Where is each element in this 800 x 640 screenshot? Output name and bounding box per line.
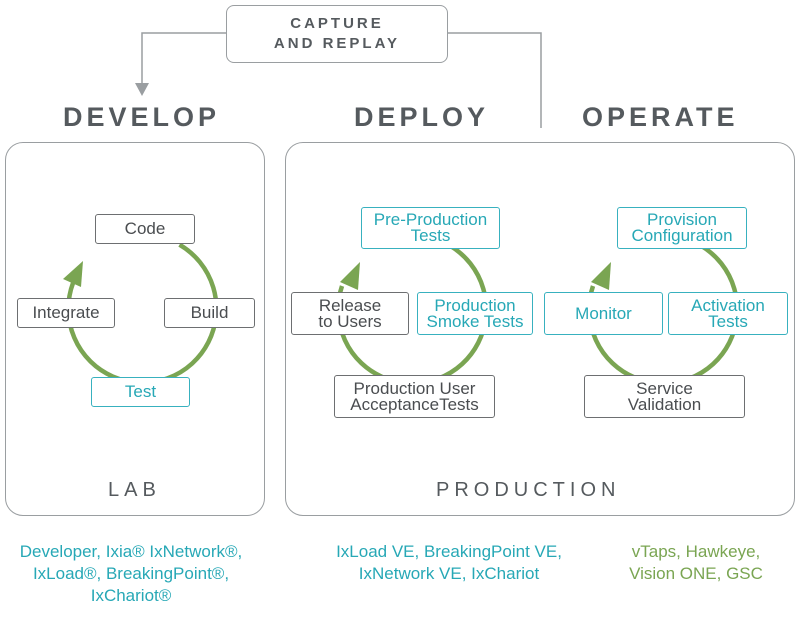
- section-production: PRODUCTION: [436, 479, 621, 501]
- node-pre-production-tests: Pre-Production Tests: [361, 207, 500, 249]
- deploy-cycle-arrowhead: [340, 262, 360, 290]
- deploy-products-line2: IxNetwork VE, IxChariot: [358, 564, 540, 583]
- node-build: Build: [164, 298, 255, 328]
- node-build-label: Build: [190, 303, 229, 322]
- node-integrate: Integrate: [17, 298, 115, 328]
- node-release-line2: to Users: [318, 311, 382, 331]
- node-monitor: Monitor: [544, 292, 663, 335]
- operate-products-line2: Vision ONE, GSC: [629, 564, 763, 583]
- node-activation-line2: Tests: [708, 311, 748, 331]
- develop-products-line1: Developer, Ixia® IxNetwork®,: [19, 542, 243, 561]
- capture-replay-line1: CAPTURE: [290, 15, 384, 32]
- node-activation-line1: Activation: [691, 295, 765, 315]
- develop-products: Developer, Ixia® IxNetwork®, IxLoad®, Br…: [0, 541, 262, 607]
- capture-replay-box: CAPTURE AND REPLAY: [226, 5, 448, 63]
- capture-replay-connector-right: [446, 32, 542, 128]
- node-provision-line1: Provision: [647, 210, 717, 229]
- operate-products-line1: vTaps, Hawkeye,: [631, 542, 761, 561]
- develop-cycle-arrowhead: [63, 261, 83, 287]
- operate-cycle-arrowhead: [591, 262, 611, 290]
- operate-products: vTaps, Hawkeye, Vision ONE, GSC: [598, 541, 794, 585]
- node-production-smoke-line2: Smoke Tests: [426, 311, 524, 331]
- node-user-acceptance-line1: Production User: [353, 378, 476, 398]
- node-test-label: Test: [124, 382, 157, 401]
- node-pre-production-line1: Pre-Production: [373, 210, 488, 229]
- node-test: Test: [91, 377, 190, 407]
- node-service-validation: Service Validation: [584, 375, 745, 418]
- section-lab: LAB: [108, 479, 161, 501]
- node-release-line1: Release: [318, 295, 382, 315]
- capture-replay-line2: AND REPLAY: [273, 35, 401, 52]
- deploy-products: IxLoad VE, BreakingPoint VE, IxNetwork V…: [306, 541, 592, 585]
- deploy-products-line1: IxLoad VE, BreakingPoint VE,: [336, 542, 562, 561]
- lab-panel: [5, 142, 265, 516]
- node-code-label: Code: [124, 219, 166, 238]
- develop-products-line2: IxLoad®, BreakingPoint®,: [32, 564, 230, 583]
- heading-develop: DEVELOP: [63, 102, 221, 132]
- node-service-validation-line1: Service: [636, 378, 693, 398]
- node-release-to-users: Release to Users: [291, 292, 409, 335]
- capture-replay-arrowhead: [135, 83, 149, 96]
- node-production-smoke-line1: Production: [434, 295, 516, 315]
- node-provision-configuration: Provision Configuration: [617, 207, 747, 249]
- heading-deploy: DEPLOY: [354, 102, 490, 132]
- production-panel: [285, 142, 795, 516]
- node-monitor-label: Monitor: [575, 303, 632, 323]
- node-code: Code: [95, 214, 195, 244]
- node-activation-tests: Activation Tests: [668, 292, 788, 335]
- node-service-validation-line2: Validation: [627, 394, 702, 414]
- node-provision-line2: Configuration: [631, 226, 733, 245]
- heading-operate: OPERATE: [582, 102, 739, 132]
- capture-replay-connector: [141, 32, 226, 84]
- develop-products-line3: IxChariot®: [90, 586, 172, 605]
- node-pre-production-line2: Tests: [410, 226, 451, 245]
- node-production-user-acceptance-tests: Production User AcceptanceTests: [334, 375, 495, 418]
- node-production-smoke-tests: Production Smoke Tests: [417, 292, 533, 335]
- node-integrate-label: Integrate: [32, 303, 100, 322]
- node-user-acceptance-line2: AcceptanceTests: [350, 394, 479, 414]
